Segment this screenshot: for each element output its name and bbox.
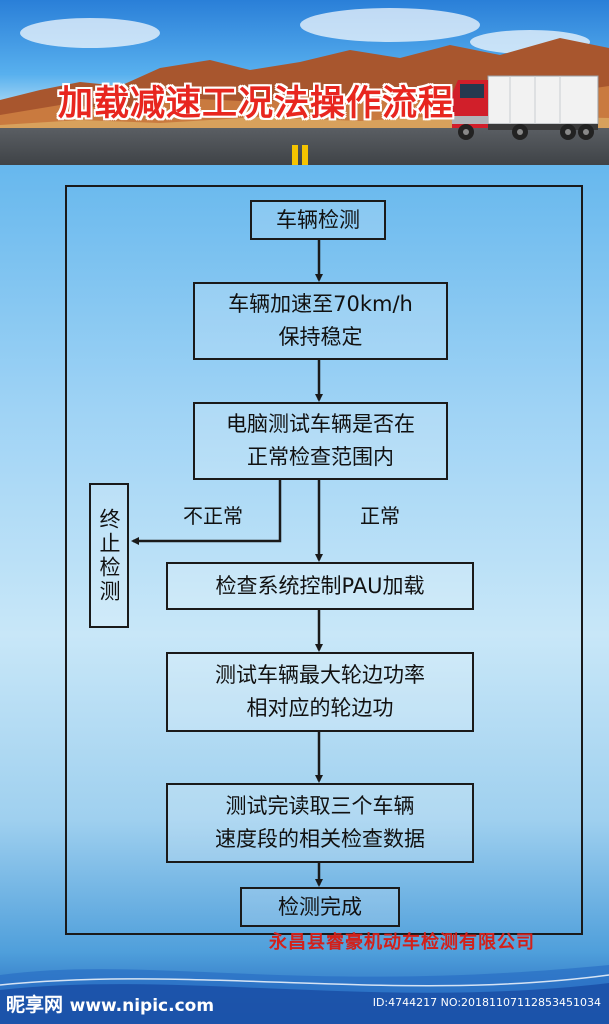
step-read-data: 测试完读取三个车辆 速度段的相关检查数据 (166, 783, 474, 863)
step-pau-load: 检查系统控制PAU加载 (166, 562, 474, 610)
truck-icon (452, 75, 599, 140)
step-max-wheel-power: 测试车辆最大轮边功率 相对应的轮边功 (166, 652, 474, 732)
watermark-brand: 昵享网 www.nipic.com (6, 990, 214, 1017)
watermark-brand-text: 昵享网 (6, 994, 64, 1016)
company-name: 永昌县睿豪机动车检测有限公司 (269, 932, 535, 953)
step-computer-check: 电脑测试车辆是否在 正常检查范围内 (193, 402, 448, 480)
wave-decoration (0, 965, 609, 1024)
cloud (20, 18, 160, 48)
step-vehicle-inspection: 车辆检测 (250, 200, 386, 240)
terminate-label: 终止检测 (97, 507, 121, 604)
branch-normal-label: 正常 (360, 504, 400, 528)
terminate-box: 终止检测 (89, 483, 129, 628)
step-accelerate: 车辆加速至70km/h 保持稳定 (193, 282, 448, 360)
watermark-id: ID:4744217 NO:20181107112853451034 (372, 996, 601, 1009)
header-banner: 加载减速工况法操作流程 (0, 0, 609, 165)
road-marking (302, 145, 308, 165)
road-marking (292, 145, 298, 165)
step-complete: 检测完成 (240, 887, 400, 927)
cloud (300, 8, 480, 42)
watermark-url: www.nipic.com (69, 996, 215, 1016)
flowchart-frame (65, 185, 583, 935)
branch-abnormal-label: 不正常 (183, 504, 243, 528)
page-title: 加载减速工况法操作流程 (58, 83, 455, 124)
